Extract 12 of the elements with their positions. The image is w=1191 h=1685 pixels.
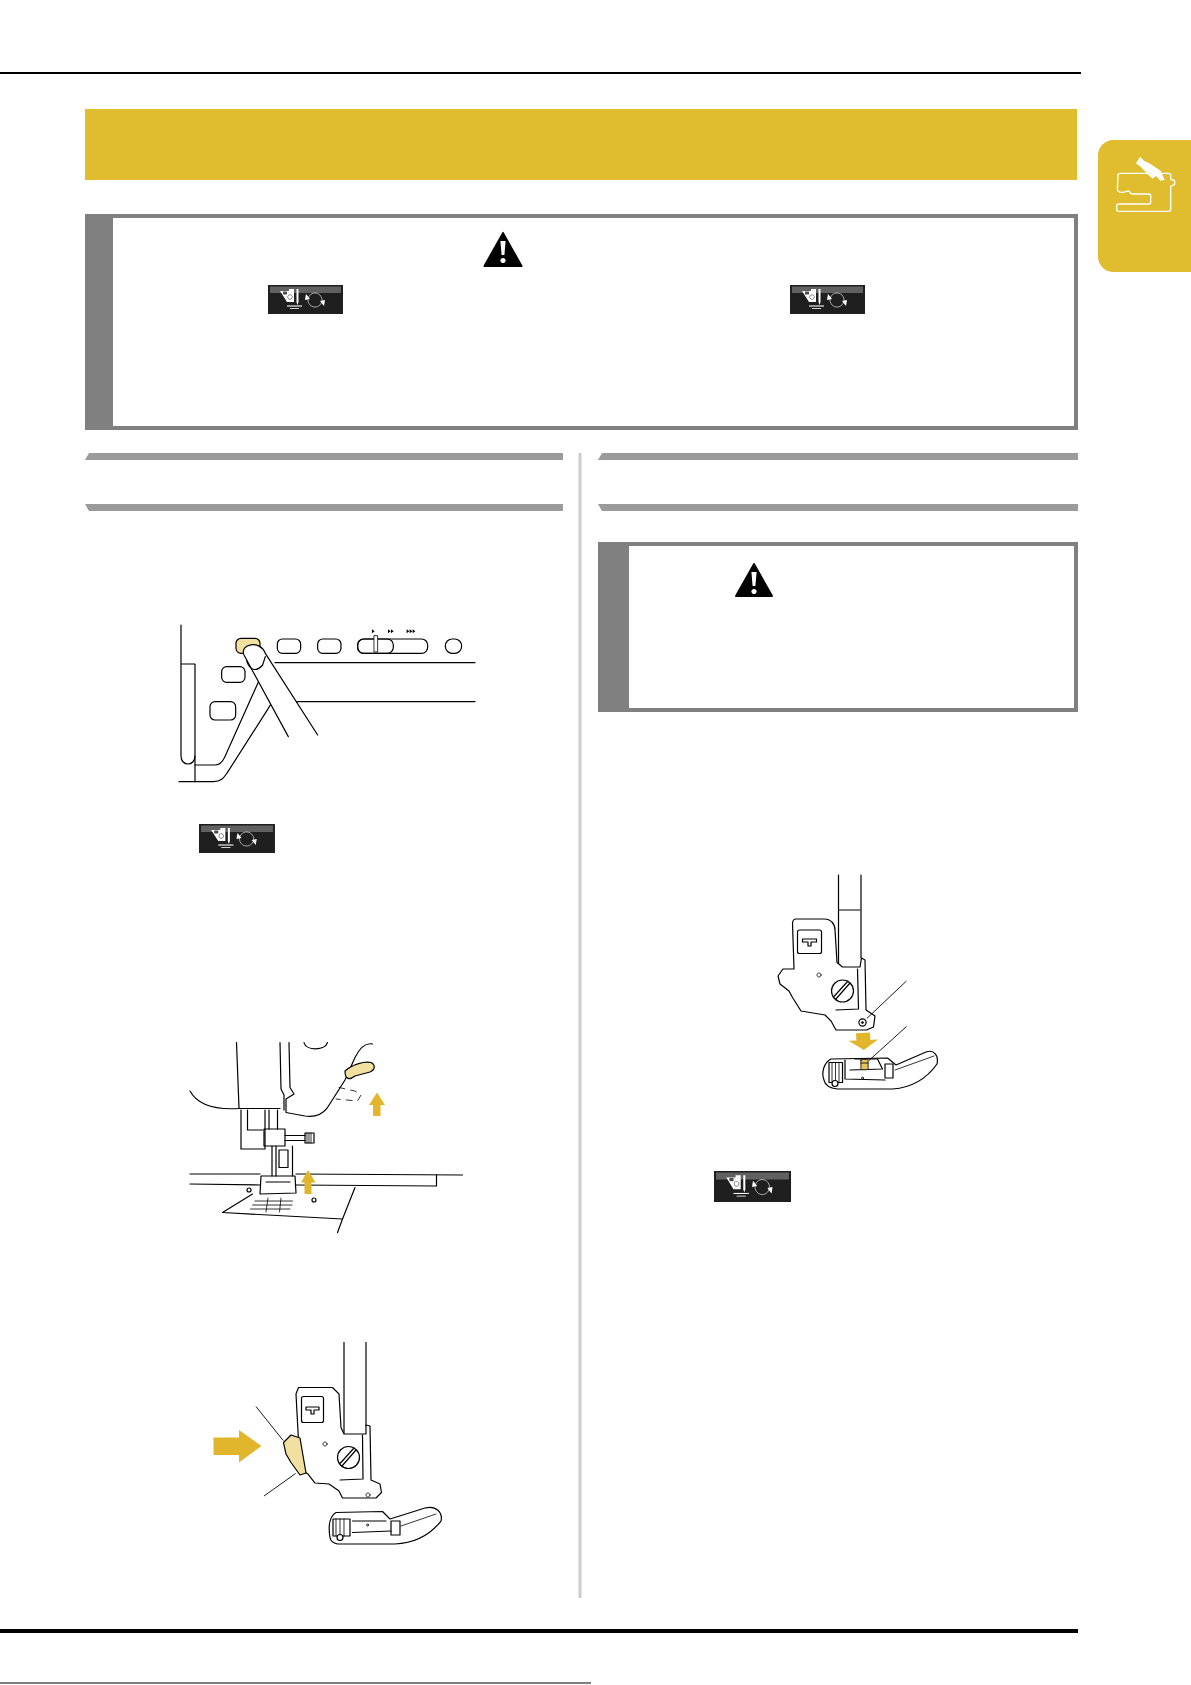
- caution-box: [85, 214, 1078, 430]
- leader-line: [868, 1026, 907, 1061]
- presser-foot-holder: [777, 918, 876, 1031]
- holder-lever: [282, 1434, 307, 1476]
- foot-pin: [860, 1058, 869, 1071]
- caution-box: [598, 542, 1078, 712]
- leader-line: [263, 1473, 297, 1497]
- leader-line: [255, 1406, 284, 1441]
- title-band: [85, 109, 1077, 180]
- presser-foot-holder: [295, 1386, 383, 1499]
- leader-line: [866, 980, 907, 1019]
- holder-groove: [858, 1018, 867, 1027]
